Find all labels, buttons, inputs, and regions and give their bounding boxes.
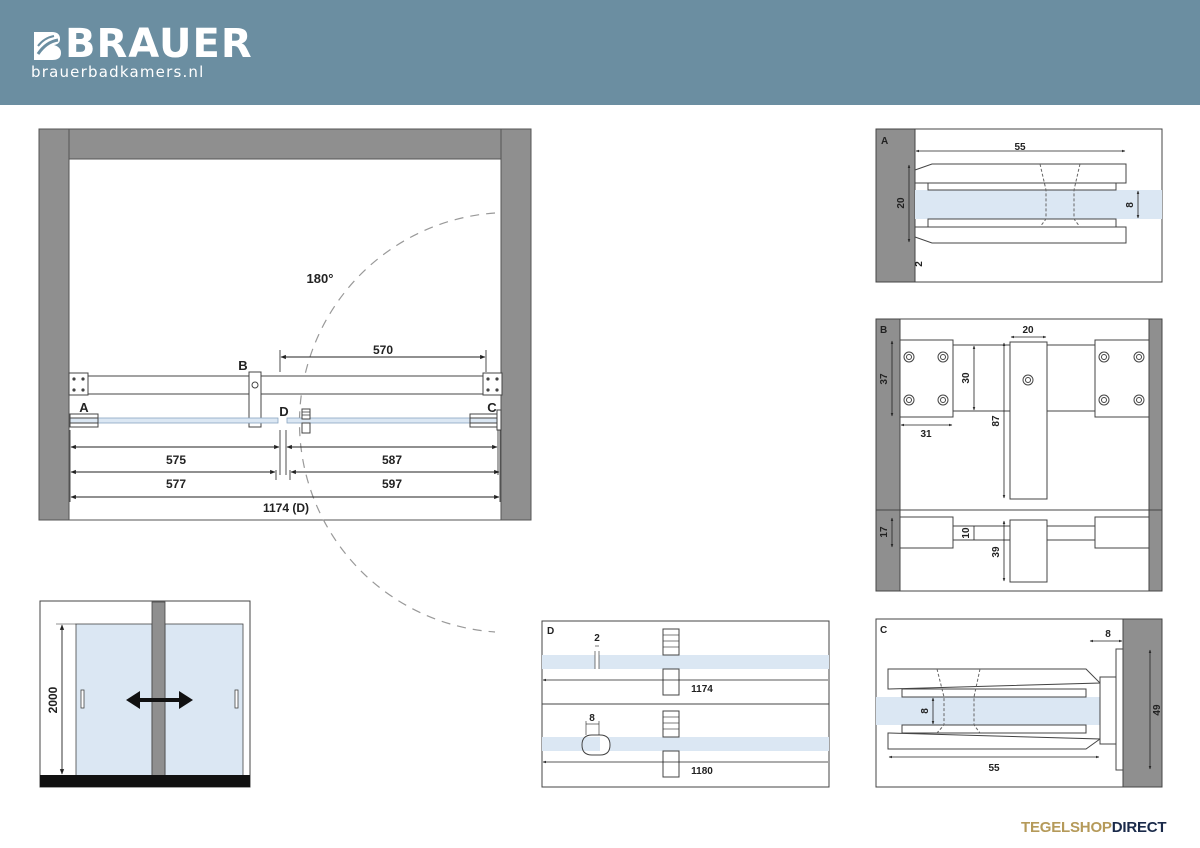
angle-label: 180° (307, 271, 334, 286)
detail-b-dim-20: 20 (1022, 325, 1034, 336)
dim-597: 597 (382, 477, 402, 491)
detail-d: D 2 1174 8 1180 (541, 620, 830, 788)
detail-d-label: D (547, 626, 554, 637)
dim-570: 570 (373, 343, 393, 357)
detail-b-dim-17: 17 (879, 526, 890, 538)
detail-b-dim-31: 31 (920, 429, 932, 440)
detail-c-dim-8: 8 (1105, 629, 1111, 640)
detail-b-bracket-left (899, 339, 954, 418)
elevation-handle-right (234, 689, 239, 709)
detail-d-dim-8: 8 (589, 713, 595, 724)
detail-b-bracket-right (1094, 339, 1150, 418)
door-swing-arc (298, 212, 496, 633)
detail-d-magnet-strip (599, 734, 611, 756)
detail-d-dim-2: 2 (594, 633, 600, 644)
dim-total: 1174 (D) (263, 501, 309, 515)
plan-wall-top (38, 128, 532, 160)
wall-profile-c (469, 417, 499, 424)
elevation-handle-left (80, 689, 85, 709)
wall-profile-a (69, 417, 99, 424)
detail-b: B 20 37 30 87 31 17 (875, 318, 1163, 592)
sliding-glass-panel (286, 417, 471, 424)
door-handle (301, 422, 311, 434)
fixed-glass-panel (96, 417, 279, 424)
dim-577: 577 (166, 477, 186, 491)
detail-b-dim-10: 10 (961, 527, 972, 539)
footer-brand: TEGELSHOPDIRECT (1021, 819, 1167, 836)
footer-brand-part1: TEGELSHOP (1021, 819, 1112, 836)
brand-url: brauerbadkamers.nl (31, 63, 205, 81)
detail-a: A 55 20 8 2 (875, 128, 1163, 283)
detail-b-dim-39: 39 (991, 546, 1002, 558)
detail-b-dim-30: 30 (961, 372, 972, 384)
rail-bracket-right (482, 372, 503, 396)
rail-bracket-left (68, 372, 89, 396)
detail-a-dim-20: 20 (896, 197, 907, 209)
detail-a-dim-2: 2 (914, 261, 925, 267)
plan-view: 180° B A D C 570 575 587 577 597 1174 (D… (38, 128, 532, 633)
label-b: B (238, 358, 247, 373)
label-d: D (279, 404, 288, 419)
detail-c-label: C (880, 625, 887, 636)
detail-b-label: B (880, 325, 887, 336)
header-banner: BRAUER brauerbadkamers.nl (0, 0, 1200, 105)
plan-wall-left (38, 128, 70, 521)
plan-wall-right (500, 128, 532, 521)
detail-c-dim-8b: 8 (920, 708, 931, 714)
double-arrow-icon (126, 691, 193, 709)
detail-d-dim-1180: 1180 (691, 766, 713, 777)
detail-c-dim-49: 49 (1152, 704, 1163, 716)
elevation-floor (40, 775, 250, 787)
detail-a-dim-55: 55 (1014, 142, 1026, 153)
detail-d-dim-1174: 1174 (691, 684, 713, 695)
label-a: A (79, 400, 89, 415)
sliding-rail (86, 375, 486, 395)
detail-c-dim-55: 55 (988, 763, 1000, 774)
elevation-wall (151, 601, 166, 777)
brauer-logo-icon (34, 32, 61, 60)
detail-b-carriage (1009, 341, 1048, 500)
detail-a-label: A (881, 136, 888, 147)
label-c: C (487, 400, 497, 415)
dim-height: 2000 (46, 686, 60, 713)
elevation-view: 2000 (39, 600, 251, 788)
brand-name: BRAUER (65, 21, 253, 67)
detail-b-dim-87: 87 (991, 415, 1002, 427)
footer-brand-part2: DIRECT (1111, 819, 1167, 836)
detail-a-dim-8: 8 (1125, 202, 1136, 208)
dim-575: 575 (166, 453, 186, 467)
detail-c: C 8 8 49 55 (875, 618, 1163, 788)
detail-b-dim-37: 37 (879, 373, 890, 385)
dim-587: 587 (382, 453, 402, 467)
